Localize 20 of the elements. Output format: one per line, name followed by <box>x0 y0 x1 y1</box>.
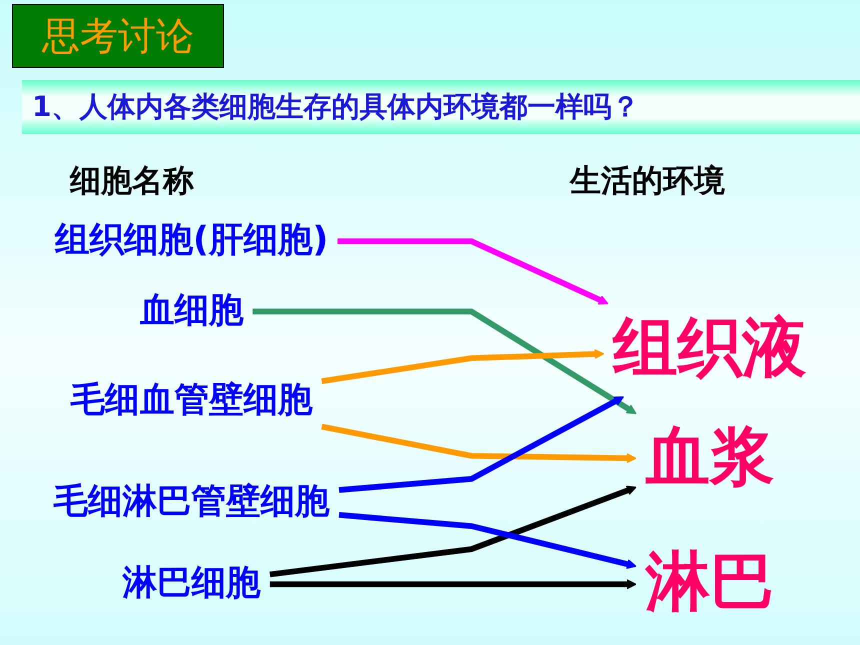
question-banner: 1、人体内各类细胞生存的具体内环境都一样吗？ <box>22 80 860 134</box>
arrow <box>252 308 637 414</box>
arrow <box>270 579 637 590</box>
arrow <box>338 512 637 570</box>
column-heading: 细胞名称 <box>70 162 194 201</box>
node-text: 淋巴细胞 <box>122 562 261 604</box>
node-text: 毛细淋巴管壁细胞 <box>53 481 330 522</box>
node-text: 淋巴 <box>645 544 774 620</box>
arrow <box>338 238 609 305</box>
node-text: 血浆 <box>645 420 774 495</box>
column-heading: 生活的环境 <box>570 162 725 201</box>
arrow <box>321 424 637 464</box>
arrow <box>270 486 637 578</box>
title-banner: 思考讨论 <box>12 4 224 68</box>
node-text: 组织细胞(肝细胞) <box>54 220 328 260</box>
node-text: 毛细血管壁细胞 <box>70 380 313 420</box>
node-text: 组织液 <box>613 310 807 386</box>
arrow <box>321 349 604 384</box>
arrow <box>338 396 624 493</box>
node-text: 血细胞 <box>140 290 244 331</box>
